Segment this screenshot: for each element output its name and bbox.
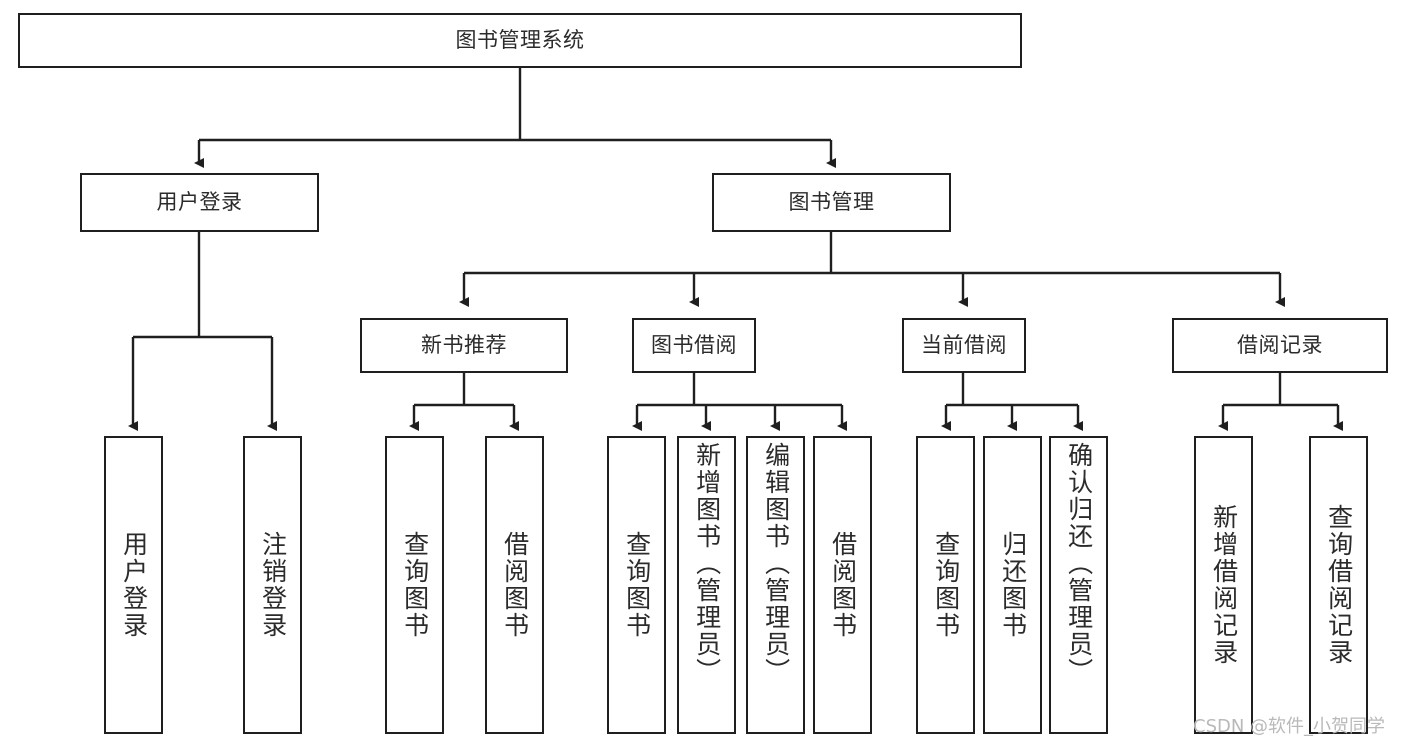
node-book-management[interactable]: 图书管理 [712,173,951,232]
leaf-current-return-book-label: 归还图书 [998,531,1028,639]
leaf-record-query-record[interactable]: 查询借阅记录 [1309,436,1368,734]
leaf-recommend-borrow-book[interactable]: 借阅图书 [485,436,544,734]
leaf-borrow-edit-book[interactable]: 编辑图书（管理员） [746,436,805,734]
leaf-recommend-borrow-book-label: 借阅图书 [500,531,530,639]
node-current-borrow[interactable]: 当前借阅 [902,318,1026,373]
leaf-borrow-query-book-label: 查询图书 [622,531,652,639]
leaf-borrow-add-book[interactable]: 新增图书（管理员） [677,436,736,734]
node-current-borrow-label: 当前借阅 [921,333,1007,358]
node-book-management-label: 图书管理 [788,190,875,215]
node-user-login-label: 用户登录 [156,190,243,215]
leaf-record-query-record-label: 查询借阅记录 [1324,504,1354,666]
leaf-borrow-borrow-book-label: 借阅图书 [828,531,858,639]
node-book-borrow[interactable]: 图书借阅 [632,318,756,373]
leaf-user-login-logout[interactable]: 注销登录 [243,436,302,734]
node-root[interactable]: 图书管理系统 [18,13,1022,68]
leaf-borrow-query-book[interactable]: 查询图书 [607,436,666,734]
node-user-login[interactable]: 用户登录 [80,173,319,232]
node-root-label: 图书管理系统 [455,28,585,53]
leaf-borrow-borrow-book[interactable]: 借阅图书 [813,436,872,734]
leaf-current-query-book-label: 查询图书 [931,531,961,639]
leaf-recommend-query-book[interactable]: 查询图书 [385,436,444,734]
leaf-record-add-record-label: 新增借阅记录 [1209,504,1239,666]
leaf-user-login-logout-label: 注销登录 [258,531,288,639]
leaf-current-query-book[interactable]: 查询图书 [916,436,975,734]
node-book-borrow-label: 图书借阅 [651,333,737,358]
leaf-current-confirm-return-label: 确认归还（管理员） [1064,442,1094,685]
csdn-watermark: CSDN @软件_小贺同学 [1193,716,1386,737]
leaf-borrow-edit-book-label: 编辑图书（管理员） [761,442,791,685]
node-borrow-record[interactable]: 借阅记录 [1172,318,1388,373]
node-borrow-record-label: 借阅记录 [1237,333,1323,358]
leaf-recommend-query-book-label: 查询图书 [400,531,430,639]
leaf-record-add-record[interactable]: 新增借阅记录 [1194,436,1253,734]
node-new-book-recommend[interactable]: 新书推荐 [360,318,568,373]
leaf-current-return-book[interactable]: 归还图书 [983,436,1042,734]
node-new-book-recommend-label: 新书推荐 [421,333,507,358]
leaf-borrow-add-book-label: 新增图书（管理员） [692,442,722,685]
leaf-current-confirm-return[interactable]: 确认归还（管理员） [1049,436,1108,734]
leaf-user-login-login-label: 用户登录 [119,531,149,639]
leaf-user-login-login[interactable]: 用户登录 [104,436,163,734]
